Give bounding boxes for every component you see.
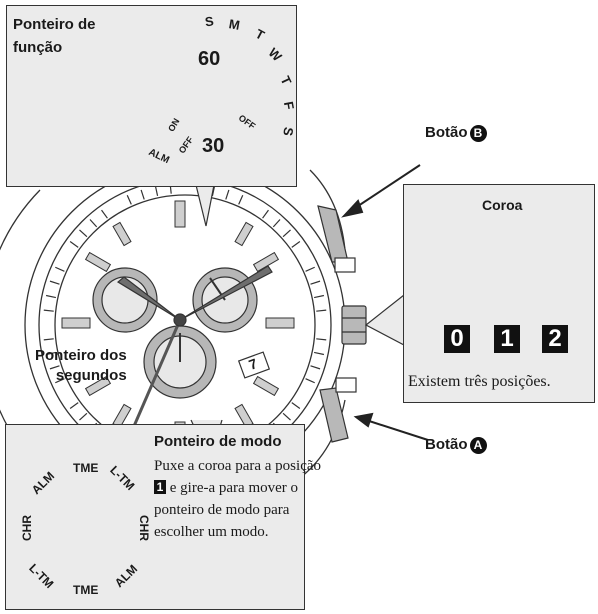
minute-tick	[310, 280, 321, 285]
minute-tick	[262, 209, 269, 219]
position-1-badge: 1	[154, 480, 166, 494]
minute-tick	[69, 402, 79, 409]
button-b-badge: B	[469, 125, 487, 142]
minute-tick	[45, 351, 57, 356]
button-arrows	[341, 164, 429, 441]
mode-label-tme-bottom: TME	[73, 583, 99, 597]
main-hands	[116, 265, 273, 441]
date-window	[237, 351, 271, 379]
dial-day-1: S	[203, 13, 215, 30]
minute-tick	[45, 294, 57, 299]
mode-label-chr-left: CHR	[20, 515, 34, 541]
minute-tick	[79, 412, 88, 421]
watch-pushers	[317, 205, 357, 443]
minute-tick	[154, 185, 159, 197]
mode-hand-instructions-line3: ponteiro de modo para	[154, 502, 290, 518]
crown-caption: Existem três posições.	[408, 373, 551, 390]
mode-hand-instructions: Puxe a coroa para a posição 1 e gire-a p…	[154, 455, 321, 543]
function-hand-callout: Ponteiro de função	[6, 5, 297, 187]
button-a-text: Botão	[425, 436, 468, 453]
dial-day-7: S	[280, 125, 297, 138]
minute-tick	[282, 229, 291, 238]
minute-tick	[49, 365, 60, 370]
function-hand-title-line1: Ponteiro de	[13, 16, 96, 33]
mode-hand-instructions-line4: escolher um modo.	[154, 524, 269, 540]
dial-upper-number: 60	[198, 48, 221, 70]
minute-tick	[313, 294, 325, 299]
function-hand-title: Ponteiro de função	[13, 16, 96, 56]
minute-tick	[55, 266, 65, 272]
minute-tick	[310, 365, 321, 370]
minute-tick	[305, 378, 315, 384]
minute-tick	[225, 189, 230, 200]
minute-tick	[282, 412, 291, 421]
mode-hand-callout: Ponteiro de modo Puxe a coroa para a pos…	[5, 424, 321, 610]
mode-hand-instructions-line2: 1 e gire-a para mover o	[154, 477, 321, 499]
button-a-badge: A	[469, 437, 487, 454]
watch-crown	[341, 305, 367, 345]
crown-title: Coroa	[482, 197, 523, 213]
minute-tick	[89, 219, 98, 228]
dial-lower-number: 30	[202, 135, 225, 157]
minute-tick	[79, 229, 88, 238]
minute-tick	[313, 351, 325, 356]
minute-tick	[69, 241, 79, 248]
mode-hand-instructions-line1: Puxe a coroa para a posição	[154, 458, 322, 474]
mode-hand-title: Ponteiro de modo	[154, 433, 282, 450]
hour-markers	[61, 200, 295, 449]
mode-label-tme-top: TME	[73, 461, 99, 475]
seconds-hand-label: Ponteiro dos segundos	[35, 346, 127, 386]
seconds-hand-label-line1: Ponteiro dos	[35, 347, 127, 364]
minute-tick	[238, 195, 244, 205]
minute-tick	[140, 189, 145, 200]
minute-tick	[291, 241, 301, 248]
seconds-hand-label-line2: segundos	[55, 367, 127, 384]
button-b-text: Botão	[425, 124, 468, 141]
crown-position-2: 2	[542, 325, 568, 353]
minute-tick	[101, 209, 108, 219]
minute-tick	[316, 338, 327, 341]
minute-tick	[55, 378, 65, 384]
minute-tick	[49, 280, 60, 285]
minute-tick	[43, 338, 54, 341]
minute-tick	[126, 195, 132, 205]
mode-label-chr-right: CHR	[137, 515, 151, 541]
minute-tick	[272, 219, 281, 228]
minute-tick	[316, 309, 327, 312]
crown-position-1: 1	[494, 325, 520, 353]
minute-tick	[43, 309, 54, 312]
mode-hand-instructions-line2-text: e gire-a para mover o	[166, 480, 299, 496]
minute-tick	[291, 402, 301, 409]
crown-position-0: 0	[444, 325, 470, 353]
function-hand-title-line2: função	[13, 39, 63, 56]
minute-tick	[305, 266, 315, 272]
crown-callout: Coroa 0 1 2 Existem três posições.	[403, 184, 595, 403]
